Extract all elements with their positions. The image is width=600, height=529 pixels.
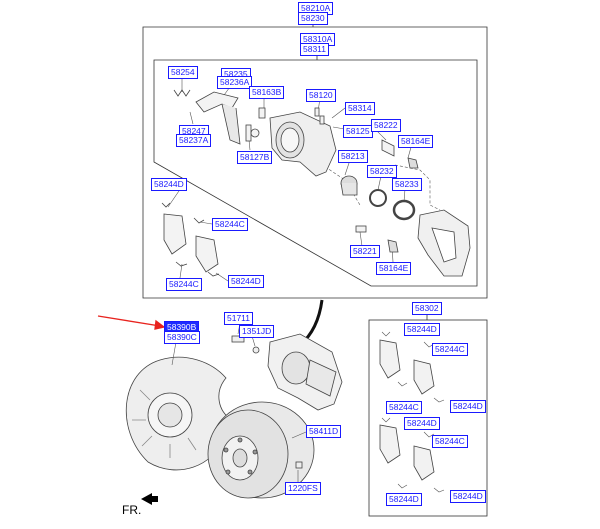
- label-58222[interactable]: 58222: [371, 119, 401, 132]
- front-direction-arrow: [141, 493, 158, 505]
- pointer-arrow: [97, 315, 166, 330]
- label-58244C-a[interactable]: 58244C: [212, 218, 248, 231]
- label-58164E-top[interactable]: 58164E: [398, 135, 434, 148]
- label-58233[interactable]: 58233: [392, 178, 422, 191]
- caliper-assembly-frame: [142, 26, 488, 299]
- dust-boot: [392, 199, 416, 221]
- label-58311[interactable]: 58311: [300, 43, 330, 56]
- label-51711[interactable]: 51711: [224, 312, 254, 325]
- piston-seal: [369, 189, 387, 207]
- label-58221[interactable]: 58221: [350, 245, 380, 258]
- label-58411D[interactable]: 58411D: [306, 425, 342, 438]
- label-58254[interactable]: 58254: [168, 66, 198, 79]
- brake-pad: [163, 213, 187, 255]
- label-58127B[interactable]: 58127B: [237, 151, 273, 164]
- label-58230[interactable]: 58230: [298, 12, 328, 25]
- label-58244D-r5[interactable]: 58244D: [450, 490, 486, 503]
- pad-kit-frame: [368, 319, 488, 517]
- label-58244C-r1[interactable]: 58244C: [432, 343, 468, 356]
- caliper-group-frame: [153, 59, 478, 287]
- label-58164E-b[interactable]: 58164E: [376, 262, 412, 275]
- label-58244D-r2[interactable]: 58244D: [450, 400, 486, 413]
- guide-pin: [245, 124, 252, 142]
- hub-bolt: [231, 335, 245, 343]
- label-58244D-r4[interactable]: 58244D: [386, 493, 422, 506]
- brake-pad: [195, 235, 219, 273]
- label-58244C-b[interactable]: 58244C: [166, 278, 202, 291]
- label-58213[interactable]: 58213: [338, 150, 368, 163]
- mounting-bolt: [355, 225, 367, 233]
- label-58163B[interactable]: 58163B: [249, 86, 285, 99]
- label-58244C-r2[interactable]: 58244C: [386, 401, 422, 414]
- label-1351JD[interactable]: 1351JD: [239, 325, 275, 338]
- front-direction-label: FR.: [122, 503, 142, 517]
- label-58390C[interactable]: 58390C: [164, 331, 200, 344]
- label-58244C-r3[interactable]: 58244C: [432, 435, 468, 448]
- spring-clip: [173, 89, 191, 97]
- label-1220FS[interactable]: 1220FS: [285, 482, 321, 495]
- label-58232[interactable]: 58232: [367, 165, 397, 178]
- label-58120[interactable]: 58120: [306, 89, 336, 102]
- label-58314[interactable]: 58314: [345, 102, 375, 115]
- label-58302[interactable]: 58302: [412, 302, 442, 315]
- label-58237A[interactable]: 58237A: [176, 134, 212, 147]
- guide-bolt: [381, 139, 395, 157]
- label-58125[interactable]: 58125: [343, 125, 373, 138]
- label-58244D-a[interactable]: 58244D: [151, 178, 187, 191]
- label-58236A[interactable]: 58236A: [217, 76, 253, 89]
- label-58244D-r1[interactable]: 58244D: [404, 323, 440, 336]
- label-58244D-b[interactable]: 58244D: [228, 275, 264, 288]
- label-58244D-r3[interactable]: 58244D: [404, 417, 440, 430]
- bleeder-screw: [258, 107, 266, 119]
